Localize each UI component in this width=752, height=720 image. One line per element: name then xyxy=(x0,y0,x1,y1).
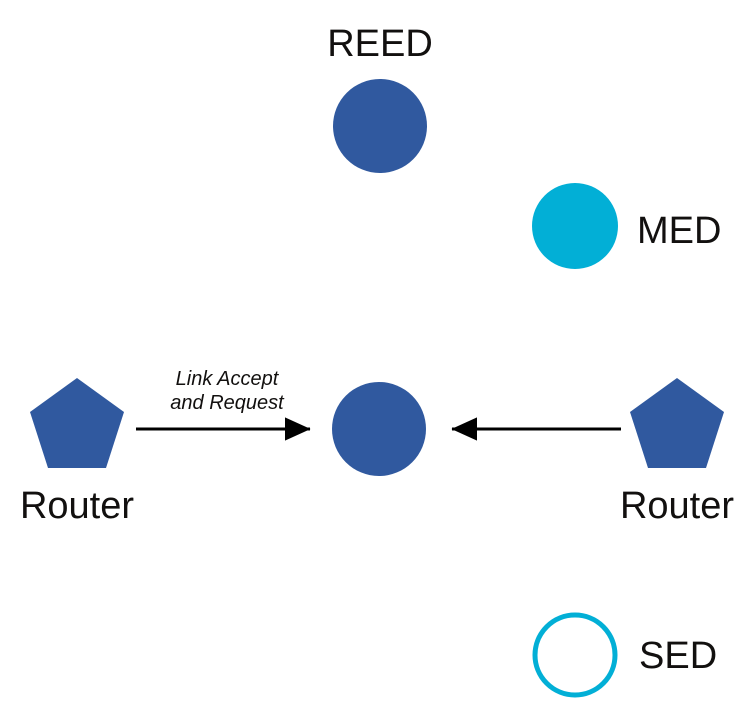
node-router-left[interactable]: Router xyxy=(20,378,134,527)
router-pentagon-icon xyxy=(30,378,124,468)
node-sed[interactable]: SED xyxy=(532,612,717,698)
router-center-circle-icon xyxy=(332,382,426,476)
node-router-right[interactable]: Router xyxy=(620,378,734,527)
med-circle-icon xyxy=(532,183,618,269)
reed-circle-icon xyxy=(333,79,427,173)
router-left-label: Router xyxy=(20,485,134,527)
edge-label-line-1: Link Accept xyxy=(176,368,280,390)
sed-label: SED xyxy=(639,635,717,677)
router-right-label: Router xyxy=(620,485,734,527)
reed-label: REED xyxy=(327,23,433,65)
med-label: MED xyxy=(637,210,721,252)
edge-label-line-2: and Request xyxy=(170,392,285,414)
sed-circle-outline-icon xyxy=(532,612,618,698)
router-pentagon-icon xyxy=(630,378,724,468)
node-med[interactable]: MED xyxy=(532,183,721,269)
node-reed[interactable]: REED xyxy=(327,23,433,173)
edge-link-accept-request: Link Accept and Request xyxy=(136,368,311,441)
node-router-center[interactable] xyxy=(332,382,426,476)
